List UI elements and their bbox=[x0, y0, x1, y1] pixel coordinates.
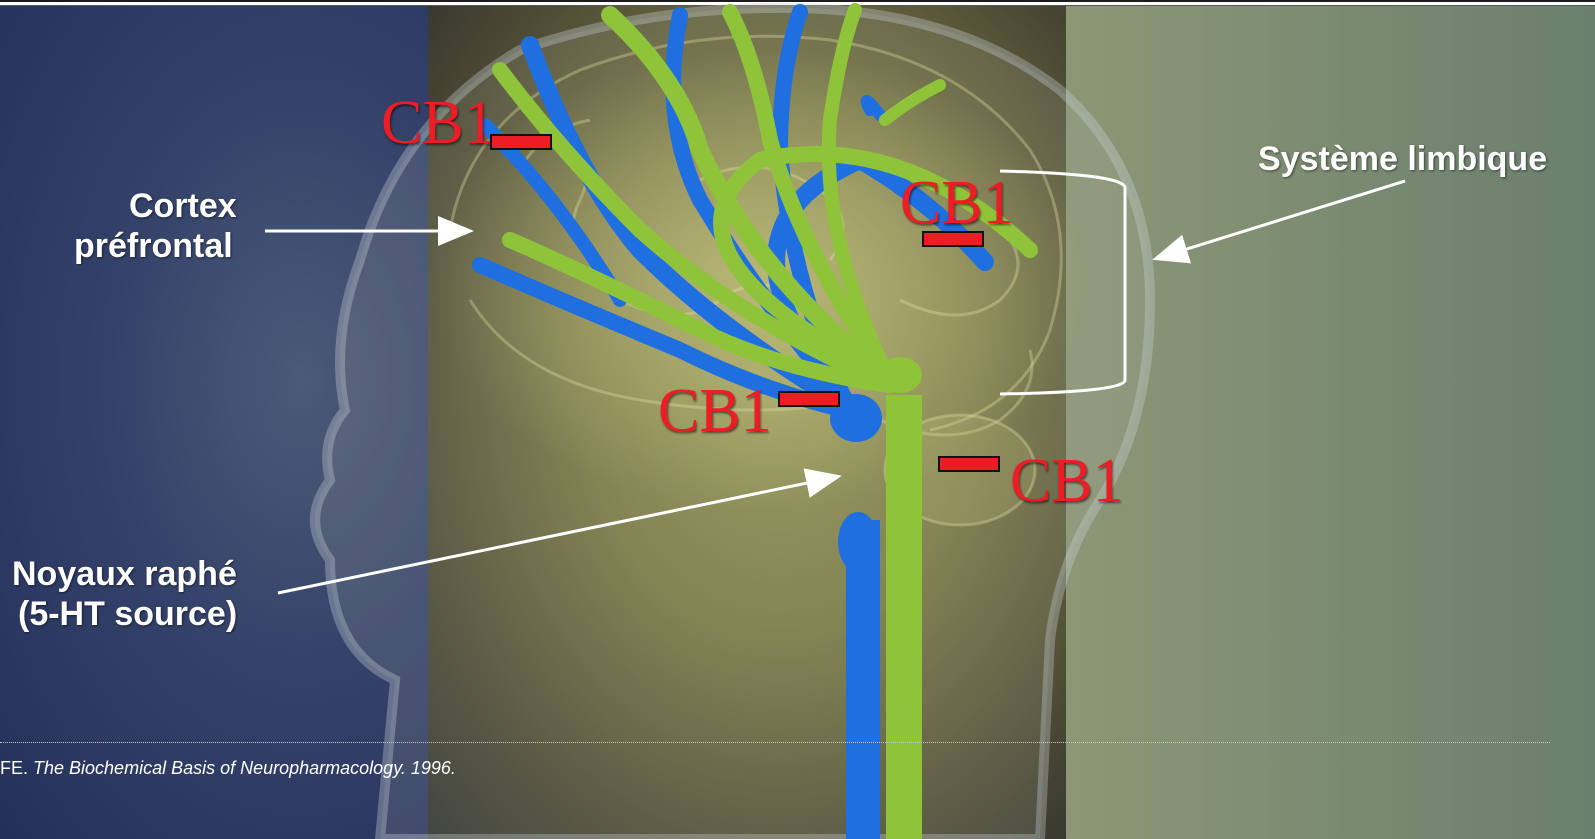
citation-title: The Biochemical Basis of Neuropharmacolo… bbox=[33, 758, 456, 778]
citation: FE. The Biochemical Basis of Neuropharma… bbox=[0, 758, 456, 779]
cb1-label-cortex: CB1 bbox=[381, 92, 495, 154]
footer-divider bbox=[0, 742, 1550, 743]
cb1-marker-raphe bbox=[778, 391, 840, 407]
raphe-nucleus-lower bbox=[838, 512, 878, 572]
cb1-label-raphe: CB1 bbox=[658, 380, 772, 442]
raphe-label-line2: (5-HT source) bbox=[18, 594, 237, 634]
cb1-marker-limbic bbox=[922, 231, 984, 247]
raphe-label-line1: Noyaux raphé bbox=[12, 554, 237, 594]
cb1-label-brainstem: CB1 bbox=[1010, 450, 1124, 512]
cb1-label-limbic: CB1 bbox=[900, 172, 1014, 234]
cortex-label-line2: préfrontal bbox=[74, 226, 233, 266]
limbic-label: Système limbique bbox=[1258, 139, 1547, 179]
cb1-marker-brainstem bbox=[938, 456, 1000, 472]
cortex-label-line1: Cortex bbox=[129, 186, 237, 226]
dopamine-nucleus bbox=[886, 435, 918, 475]
dopamine-nucleus-upper bbox=[878, 357, 922, 393]
cb1-marker-cortex bbox=[490, 134, 552, 150]
limbic-arrow bbox=[1158, 181, 1405, 258]
citation-prefix: FE. bbox=[0, 758, 33, 778]
